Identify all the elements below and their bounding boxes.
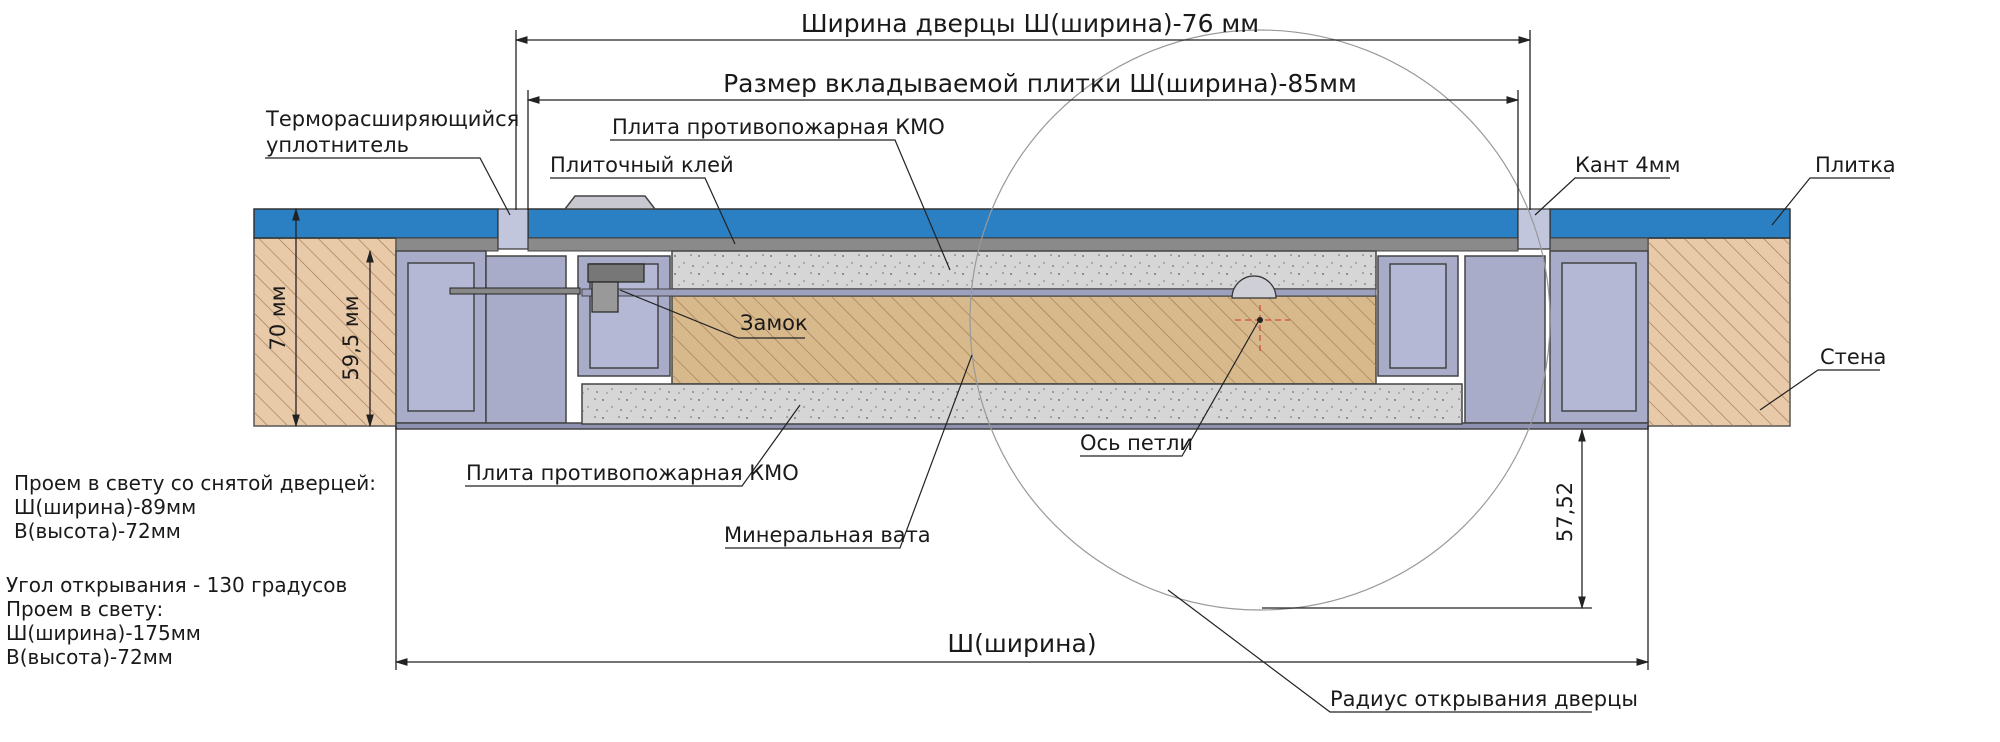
leader-door-radius (1167, 589, 1592, 713)
tile-right (1549, 208, 1791, 239)
note-1-line-2: Ш(ширина)-89мм (14, 495, 196, 519)
label-wall: Стена (1820, 345, 1886, 369)
note-2-line-4: В(высота)-72мм (6, 645, 173, 669)
leader-seal (265, 157, 511, 216)
label-fire-board-bottom: Плита противопожарная КМО (466, 461, 799, 485)
dim-door-width-text: Ширина дверцы Ш(ширина)-76 мм (801, 9, 1259, 38)
edge-right (1517, 208, 1551, 250)
leader-hinge (1080, 321, 1259, 457)
tile-glue-layer (527, 237, 1519, 252)
mineral-wool (671, 295, 1377, 385)
leader-tile (1771, 177, 1890, 226)
note-2-line-1: Угол открывания - 130 градусов (6, 573, 347, 597)
label-edge: Кант 4мм (1575, 153, 1680, 177)
label-mineral-wool: Минеральная вата (724, 523, 931, 547)
label-fire-board-top: Плита противопожарная КМО (612, 115, 945, 139)
note-1-line-1: Проем в свету со снятой дверцей: (14, 471, 376, 495)
label-lock: Замок (740, 311, 808, 335)
seal-left (497, 208, 529, 250)
dim-tile-size-text: Размер вкладываемой плитки Ш(ширина)-85м… (723, 69, 1357, 98)
door-plate (581, 288, 1377, 297)
notes-block-2: Угол открывания - 130 градусов Проем в с… (6, 573, 347, 669)
leader-mineral-wool (725, 354, 973, 549)
tile-center (527, 208, 1519, 239)
lock (449, 263, 645, 313)
note-1-line-3: В(высота)-72мм (14, 519, 181, 543)
handle (563, 195, 657, 210)
leader-wall (1759, 369, 1880, 411)
leader-fire-board-bottom (465, 404, 801, 487)
leader-tile-glue (550, 177, 736, 245)
dim-59-text: 59,5 мм (339, 295, 363, 380)
fire-board-bottom (581, 383, 1463, 425)
leader-fire-board-top (610, 139, 951, 271)
label-seal-2: уплотнитель (266, 133, 409, 157)
dim-57-text: 57,52 (1553, 482, 1577, 542)
glue-left (395, 237, 499, 252)
notes-block-1: Проем в свету со снятой дверцей: Ш(ширин… (14, 471, 376, 543)
leader-edge (1534, 177, 1670, 216)
glue-right (1549, 237, 1649, 252)
label-door-radius: Радиус открывания дверцы (1330, 687, 1638, 711)
tile-left (253, 208, 499, 239)
leader-lock (619, 289, 805, 339)
label-seal-1: Терморасширяющийся (265, 107, 519, 131)
wall-right (1647, 237, 1791, 427)
dim-70-text: 70 мм (266, 285, 290, 350)
label-tile-glue: Плиточный клей (550, 153, 734, 177)
door-radius-circle (969, 29, 1551, 611)
label-hinge-axis: Ось петли (1080, 431, 1193, 455)
note-2-line-2: Проем в свету: (6, 597, 163, 621)
dim-total-width-text: Ш(ширина) (947, 629, 1096, 658)
label-tile: Плитка (1815, 153, 1896, 177)
note-2-line-3: Ш(ширина)-175мм (6, 621, 201, 645)
hinge (1231, 275, 1290, 355)
